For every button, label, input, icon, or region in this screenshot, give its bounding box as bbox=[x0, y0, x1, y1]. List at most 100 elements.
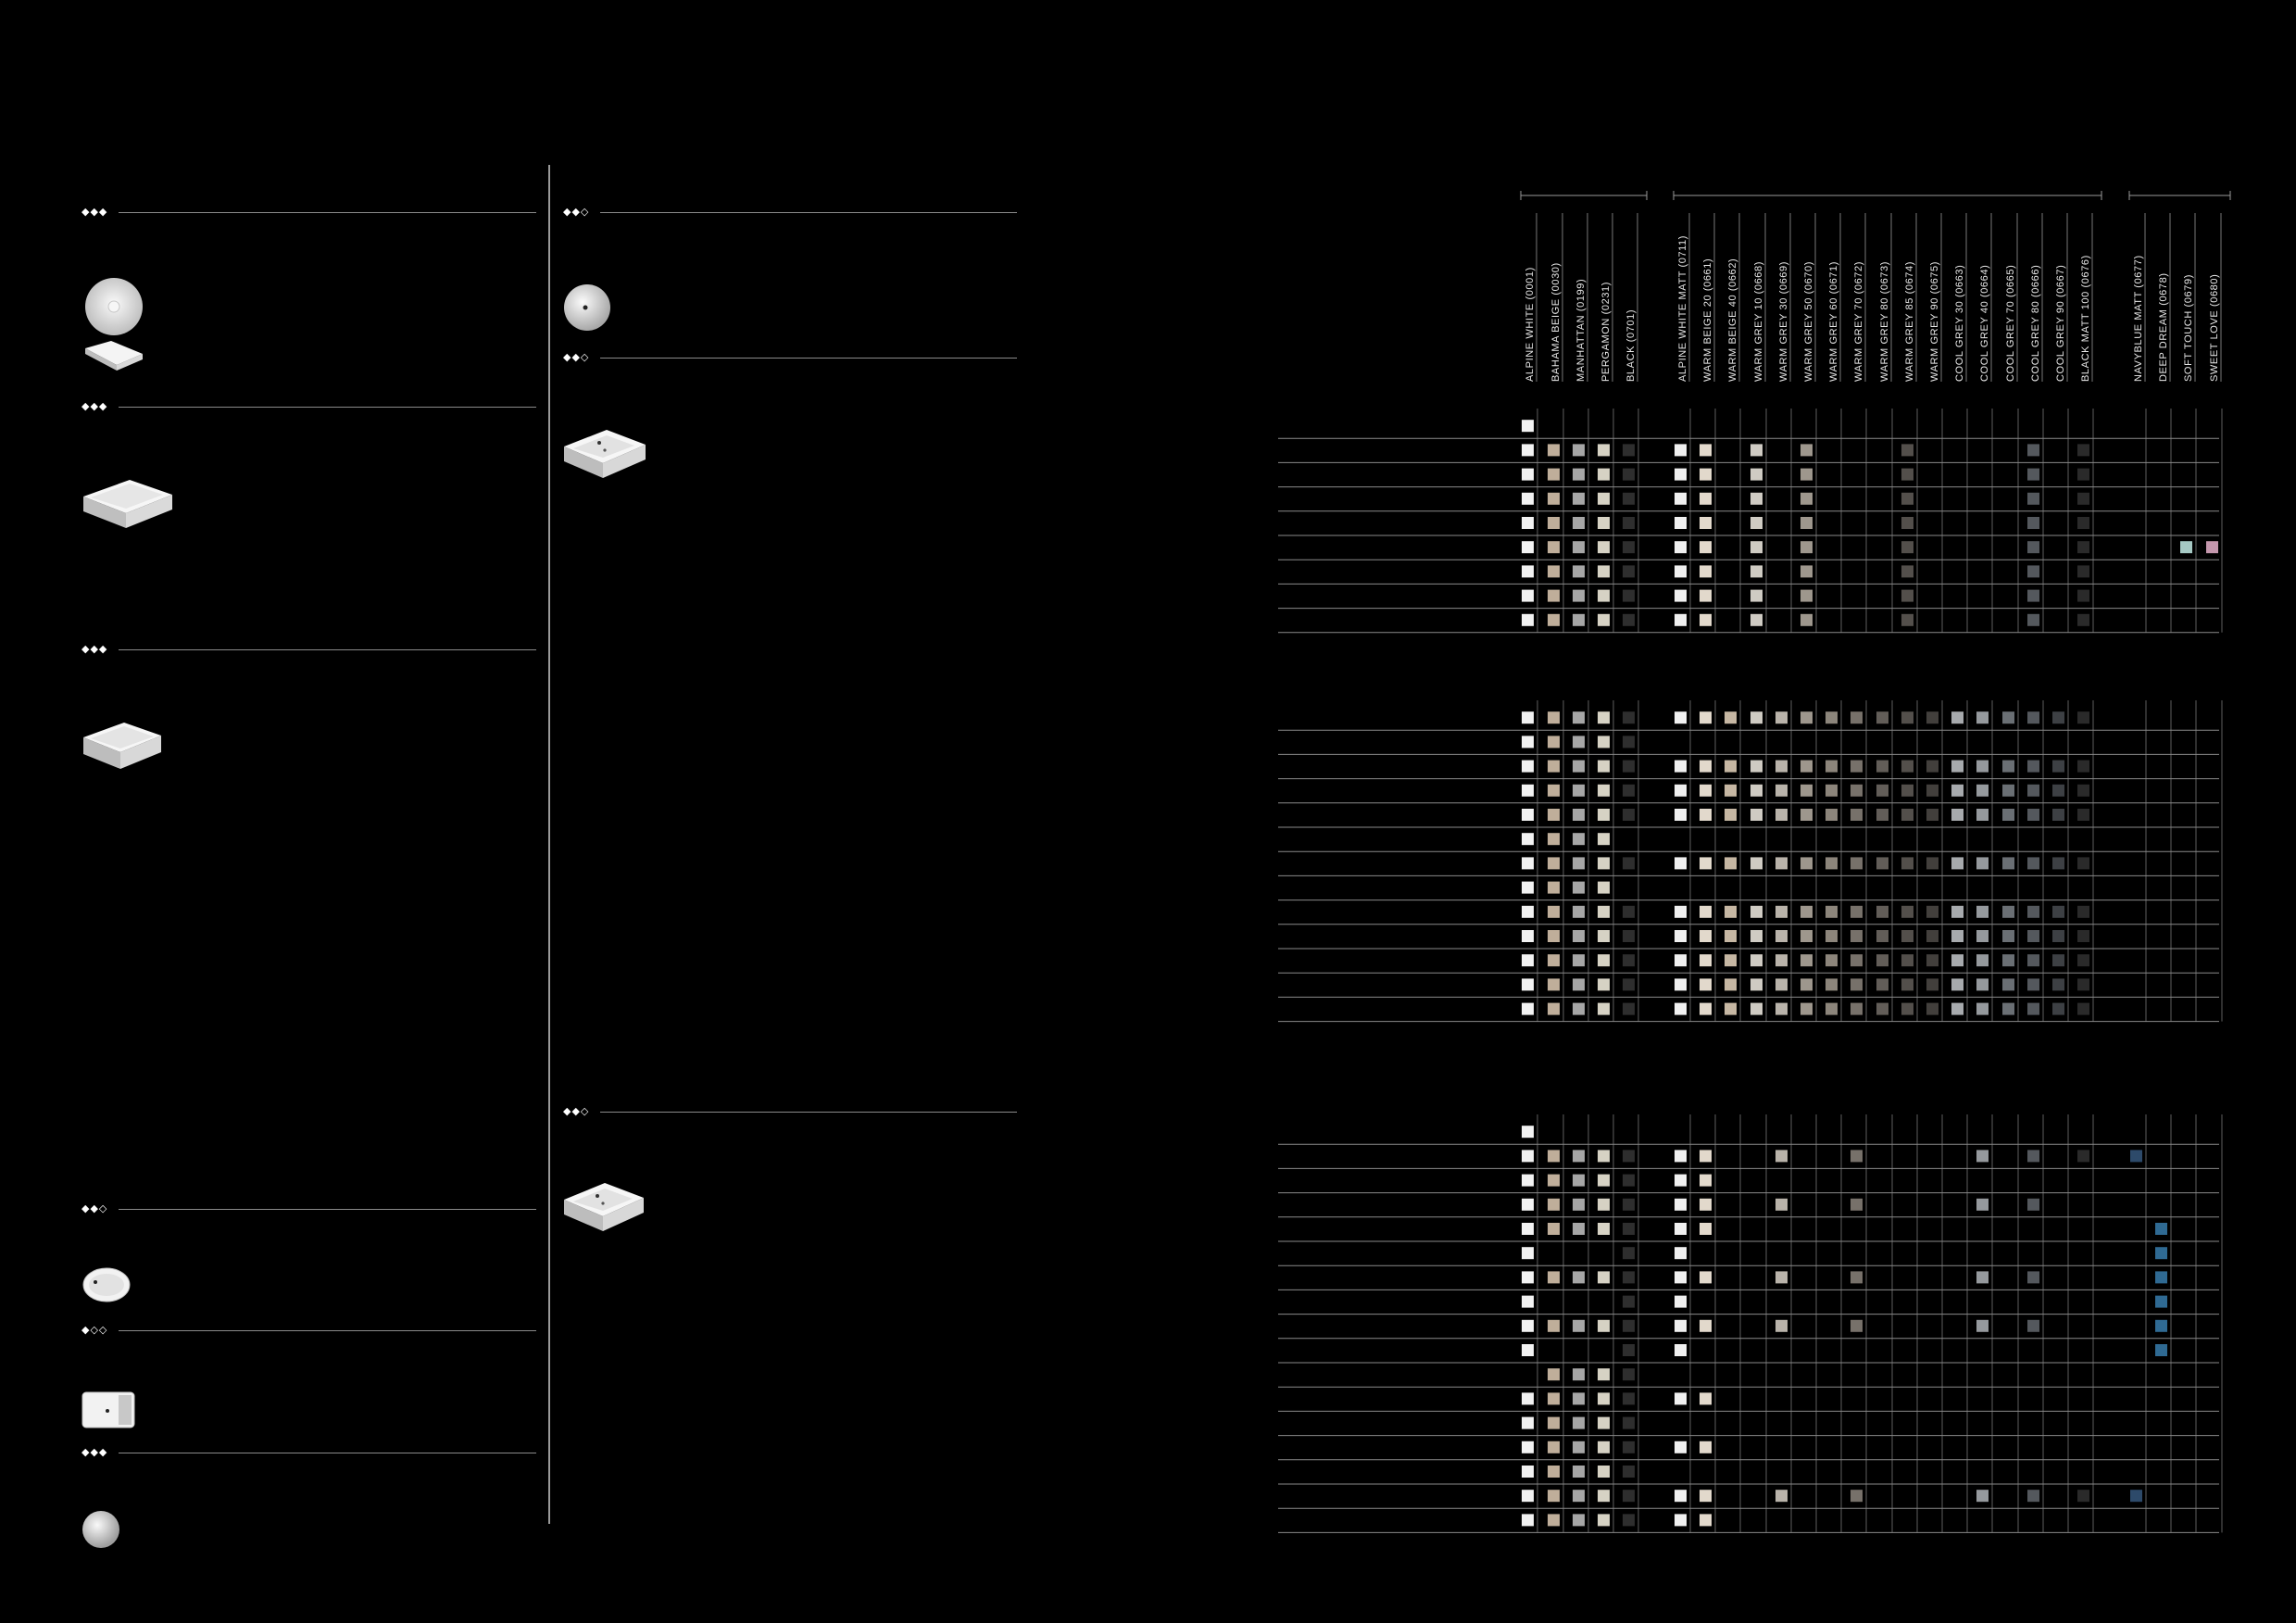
availability-swatch bbox=[1522, 1344, 1534, 1356]
column-header-label: WARM GREY 70 (0672) bbox=[1853, 261, 1864, 382]
availability-swatch bbox=[1926, 1002, 1938, 1015]
column-header-label: SWEET LOVE (0680) bbox=[2209, 274, 2220, 382]
availability-swatch bbox=[2027, 1319, 2039, 1332]
availability-swatch bbox=[1800, 492, 1813, 505]
availability-swatch bbox=[1573, 1490, 1585, 1503]
availability-swatch bbox=[2077, 565, 2089, 578]
column-header-label: COOL GREY 30 (0663) bbox=[1954, 265, 1965, 382]
availability-swatch bbox=[1623, 541, 1635, 554]
availability-swatch bbox=[1522, 1198, 1534, 1211]
availability-swatch bbox=[2155, 1344, 2167, 1356]
availability-swatch bbox=[1522, 930, 1534, 942]
availability-swatch bbox=[1675, 1319, 1687, 1332]
availability-swatch bbox=[2027, 517, 2039, 529]
availability-swatch bbox=[1876, 1002, 1888, 1015]
column-header-label: WARM GREY 30 (0669) bbox=[1778, 261, 1789, 382]
availability-swatch bbox=[1548, 930, 1560, 942]
divider bbox=[600, 1112, 1017, 1113]
availability-swatch bbox=[1976, 954, 1989, 967]
availability-swatch bbox=[1800, 468, 1813, 481]
availability-swatch bbox=[1522, 857, 1534, 870]
availability-swatch bbox=[1951, 760, 1964, 773]
availability-swatch bbox=[1725, 978, 1737, 991]
availability-swatch bbox=[1700, 1002, 1712, 1015]
availability-swatch bbox=[2002, 1002, 2014, 1015]
availability-swatch bbox=[1700, 1150, 1712, 1163]
availability-swatch bbox=[1548, 1514, 1560, 1527]
availability-swatch bbox=[2052, 784, 2064, 797]
availability-swatch bbox=[1623, 492, 1635, 505]
availability-swatch bbox=[2027, 809, 2039, 821]
availability-swatch bbox=[1926, 905, 1938, 918]
availability-swatch bbox=[2155, 1247, 2167, 1260]
availability-swatch bbox=[1750, 905, 1763, 918]
availability-swatch bbox=[1901, 589, 1913, 602]
rating-diamonds: ◆◆◆ bbox=[82, 206, 108, 218]
availability-swatch bbox=[1573, 613, 1585, 626]
availability-swatch bbox=[1750, 444, 1763, 457]
availability-swatch bbox=[1623, 711, 1635, 724]
availability-swatch bbox=[1598, 613, 1610, 626]
availability-swatch bbox=[1548, 1271, 1560, 1284]
column-header-label: SOFT TOUCH (0679) bbox=[2183, 274, 2194, 382]
availability-swatch bbox=[1976, 905, 1989, 918]
availability-swatch bbox=[1901, 711, 1913, 724]
availability-swatch bbox=[1851, 711, 1863, 724]
availability-swatch bbox=[2027, 978, 2039, 991]
availability-swatch bbox=[2155, 1223, 2167, 1235]
rating-diamonds: ◆◇◇ bbox=[82, 1324, 108, 1336]
availability-swatch bbox=[1800, 444, 1813, 457]
availability-swatch bbox=[1976, 1319, 1989, 1332]
availability-swatch bbox=[1951, 978, 1964, 991]
availability-swatch bbox=[1548, 1392, 1560, 1405]
availability-swatch bbox=[1851, 760, 1863, 773]
availability-swatch bbox=[1522, 809, 1534, 821]
availability-swatch bbox=[1598, 589, 1610, 602]
availability-swatch bbox=[1675, 468, 1687, 481]
availability-swatch bbox=[1725, 711, 1737, 724]
availability-swatch bbox=[1775, 1271, 1788, 1284]
availability-swatch bbox=[1926, 784, 1938, 797]
availability-swatch bbox=[1926, 711, 1938, 724]
availability-swatch bbox=[1800, 711, 1813, 724]
availability-swatch bbox=[1548, 711, 1560, 724]
availability-swatch bbox=[1700, 492, 1712, 505]
availability-swatch bbox=[1700, 589, 1712, 602]
availability-swatch bbox=[1623, 1271, 1635, 1284]
availability-swatch bbox=[1598, 978, 1610, 991]
availability-swatch bbox=[1826, 930, 1838, 942]
availability-swatch bbox=[1675, 954, 1687, 967]
availability-swatch bbox=[1623, 517, 1635, 529]
rectangular-basin-image bbox=[83, 480, 172, 528]
availability-swatch bbox=[1548, 736, 1560, 749]
availability-swatch bbox=[2077, 1150, 2089, 1163]
availability-swatch bbox=[1700, 930, 1712, 942]
availability-swatch bbox=[1951, 905, 1964, 918]
availability-swatch bbox=[1548, 905, 1560, 918]
availability-swatch bbox=[1598, 541, 1610, 554]
availability-swatch bbox=[1548, 468, 1560, 481]
availability-swatch bbox=[1851, 809, 1863, 821]
availability-swatch bbox=[1598, 784, 1610, 797]
availability-swatch bbox=[1522, 711, 1534, 724]
availability-swatch bbox=[1800, 760, 1813, 773]
availability-swatch bbox=[2077, 1002, 2089, 1015]
availability-swatch bbox=[1623, 905, 1635, 918]
availability-swatch bbox=[1573, 492, 1585, 505]
availability-swatch bbox=[2002, 930, 2014, 942]
availability-swatch bbox=[1976, 784, 1989, 797]
availability-swatch bbox=[2077, 1490, 2089, 1503]
availability-swatch bbox=[1623, 978, 1635, 991]
availability-swatch bbox=[1573, 468, 1585, 481]
availability-swatch bbox=[1522, 492, 1534, 505]
availability-swatch bbox=[1800, 905, 1813, 918]
availability-swatch bbox=[1522, 954, 1534, 967]
availability-swatch bbox=[1675, 857, 1687, 870]
column-header-label: MANHATTAN (0199) bbox=[1575, 279, 1587, 382]
availability-swatch bbox=[1598, 905, 1610, 918]
availability-swatch bbox=[1700, 444, 1712, 457]
availability-swatch bbox=[1750, 784, 1763, 797]
availability-swatch bbox=[1976, 978, 1989, 991]
availability-swatch bbox=[2027, 541, 2039, 554]
availability-swatch bbox=[1976, 930, 1989, 942]
